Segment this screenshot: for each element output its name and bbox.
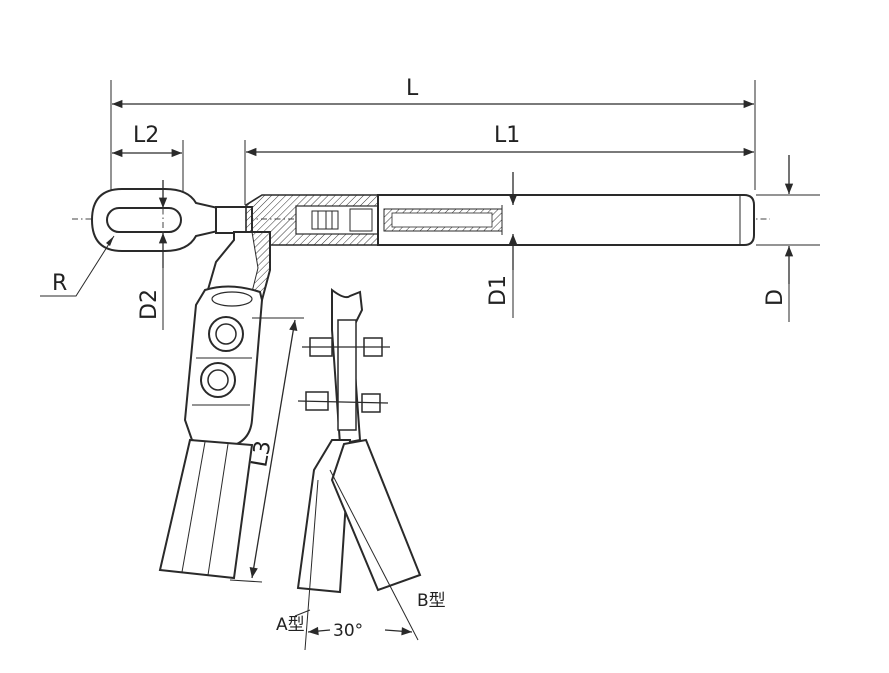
label-type-B: B型 bbox=[417, 591, 446, 611]
label-L2: L2 bbox=[133, 123, 159, 148]
label-D1: D1 bbox=[486, 275, 511, 306]
label-D2: D2 bbox=[137, 289, 162, 320]
label-angle: 30° bbox=[333, 621, 363, 641]
label-L: L bbox=[406, 76, 419, 101]
clamp-body-A bbox=[158, 285, 264, 580]
label-R: R bbox=[52, 271, 67, 296]
dimension-R: R bbox=[40, 235, 115, 297]
label-D: D bbox=[763, 289, 788, 306]
eye-loop bbox=[90, 188, 219, 252]
dimension-D1: D1 bbox=[486, 172, 518, 318]
label-type-A: A型 bbox=[276, 615, 305, 635]
dimension-L: L bbox=[110, 76, 756, 190]
label-L3: L3 bbox=[247, 439, 276, 469]
bolt-upper bbox=[302, 337, 390, 357]
dimension-L3: L3 bbox=[229, 317, 304, 583]
dimension-L1: L1 bbox=[244, 123, 754, 205]
clamp-body-B bbox=[296, 287, 422, 594]
dimension-L2: L2 bbox=[112, 123, 184, 195]
dimension-D: D bbox=[756, 155, 820, 322]
leader-type-A bbox=[294, 609, 311, 617]
bolt-lower bbox=[297, 391, 389, 413]
clamp-neck bbox=[203, 231, 271, 301]
dimension-D2: D2 bbox=[137, 180, 168, 330]
main-rod bbox=[215, 194, 755, 246]
label-L1: L1 bbox=[494, 123, 520, 148]
angle-30: 30° bbox=[304, 469, 419, 651]
